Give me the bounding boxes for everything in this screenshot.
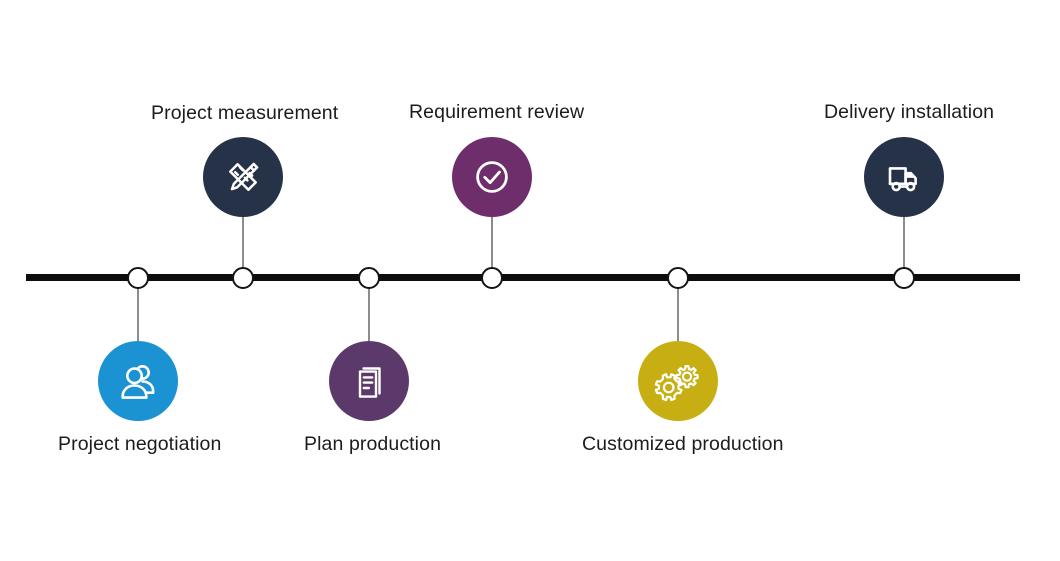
connector-step-4 [491, 212, 493, 270]
timeline-node-3[interactable] [358, 267, 380, 289]
delivery-truck-icon [881, 154, 927, 200]
timeline-node-6[interactable] [893, 267, 915, 289]
icon-bubble-step-4[interactable] [452, 137, 532, 217]
icon-bubble-step-6[interactable] [864, 137, 944, 217]
connector-step-1 [137, 288, 139, 344]
users-icon [115, 358, 161, 404]
caption-step-3: Plan production [304, 433, 442, 455]
connector-step-5 [677, 288, 679, 344]
gears-icon [654, 357, 702, 405]
timeline-axis [26, 274, 1020, 281]
timeline-node-2[interactable] [232, 267, 254, 289]
caption-step-6: Delivery installation [824, 101, 995, 123]
caption-step-5: Customized production [582, 433, 784, 455]
icon-bubble-step-3[interactable] [329, 341, 409, 421]
timeline-node-5[interactable] [667, 267, 689, 289]
caption-step-2: Project measurement [151, 102, 339, 124]
caption-step-1: Project negotiation [58, 433, 222, 455]
timeline-node-4[interactable] [481, 267, 503, 289]
icon-bubble-step-5[interactable] [638, 341, 718, 421]
connector-step-2 [242, 212, 244, 270]
connector-step-6 [903, 212, 905, 270]
documents-icon [347, 359, 391, 403]
icon-bubble-step-1[interactable] [98, 341, 178, 421]
timeline-node-1[interactable] [127, 267, 149, 289]
caption-step-4: Requirement review [409, 101, 585, 123]
connector-step-3 [368, 288, 370, 344]
icon-bubble-step-2[interactable] [203, 137, 283, 217]
pencil-ruler-icon [220, 154, 266, 200]
check-circle-icon [468, 153, 516, 201]
